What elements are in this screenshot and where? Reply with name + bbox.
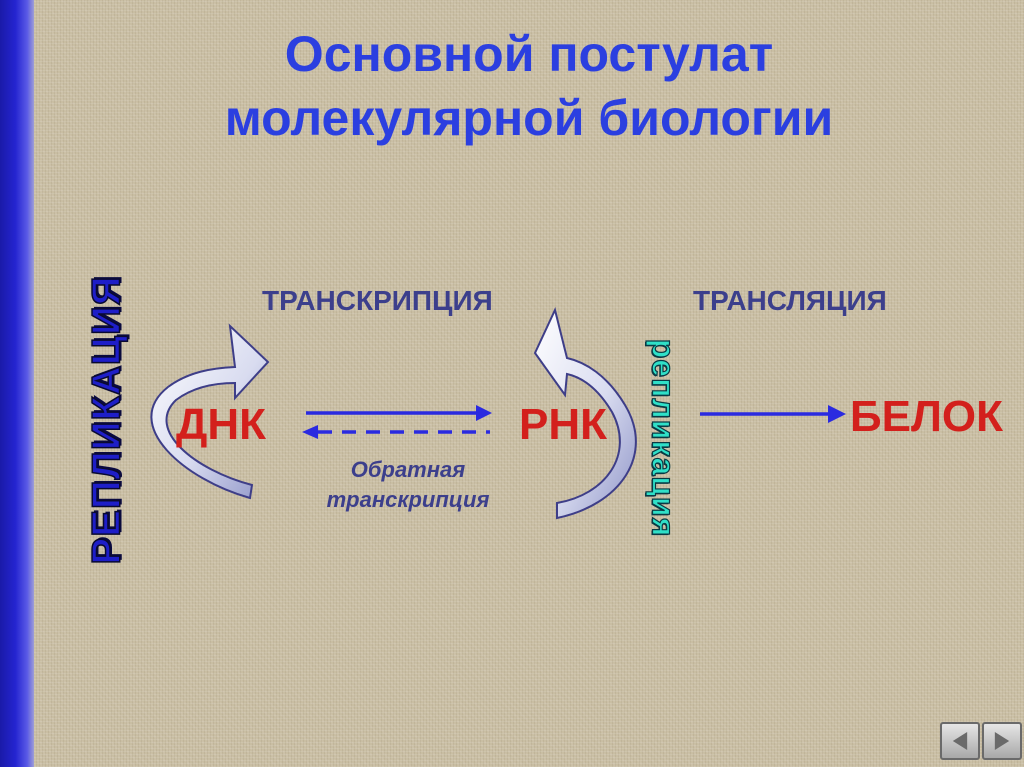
next-slide-button[interactable] — [982, 722, 1022, 760]
transcription-label: ТРАНСКРИПЦИЯ — [262, 285, 493, 316]
replication-label-left: РЕПЛИКАЦИЯ — [84, 275, 130, 565]
title-line-2: молекулярной биологии — [224, 90, 834, 146]
dna-label: ДНК — [176, 400, 266, 449]
rna-label: РНК — [519, 400, 607, 449]
reverse-transcription-line-2: транскрипция — [326, 487, 490, 512]
reverse-transcription-arrow — [302, 425, 490, 439]
protein-label: БЕЛОК — [850, 392, 1003, 441]
reverse-transcription-line-1: Обратная — [350, 457, 466, 482]
transcription-arrow — [306, 405, 492, 421]
previous-slide-button[interactable] — [940, 722, 980, 760]
dna-replication-loop-arrow — [150, 323, 270, 500]
triangle-right-icon — [994, 732, 1010, 750]
rna-replication-loop-arrow — [533, 307, 637, 520]
translation-label: ТРАНСЛЯЦИЯ — [693, 285, 887, 316]
translation-arrow — [700, 405, 846, 423]
reverse-transcription-label: Обратная транскрипция — [298, 455, 518, 515]
side-accent-bar — [0, 0, 34, 767]
triangle-left-icon — [952, 732, 968, 750]
title-line-1: Основной постулат — [284, 26, 774, 82]
page-title: Основной постулат молекулярной биологии — [34, 22, 1024, 150]
replication-label-right: репликация — [645, 338, 682, 538]
